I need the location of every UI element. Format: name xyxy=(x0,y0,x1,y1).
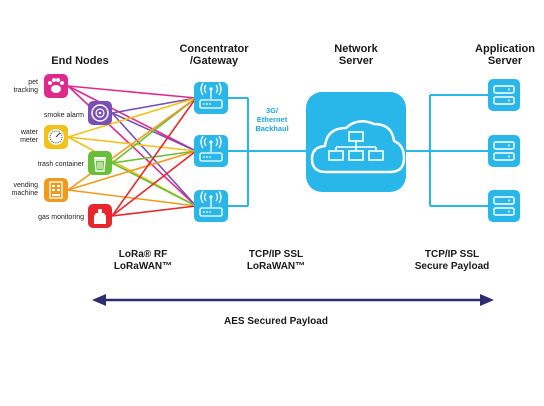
rf-link xyxy=(67,97,197,191)
end-node-label: pet xyxy=(28,79,38,86)
network-server xyxy=(306,92,406,192)
rf-link xyxy=(111,150,197,217)
rf-link xyxy=(67,85,197,99)
rf-link xyxy=(67,85,197,152)
aes-secured-payload-label: AES Secured Payload xyxy=(224,316,328,327)
backhaul-links xyxy=(228,97,308,207)
tcp-protocol-line2: LoRaWAN™ xyxy=(247,261,305,272)
rf-link xyxy=(111,97,197,114)
app-links xyxy=(404,94,488,207)
gateway xyxy=(194,190,228,222)
app-protocol-line2: Secure Payload xyxy=(415,261,489,272)
end-node-label: trash container xyxy=(38,161,85,168)
concentrator-header-line1: Concentrator xyxy=(179,43,249,55)
end-node-label: tracking xyxy=(13,87,38,94)
tcp-protocol-line1: TCP/IP SSL xyxy=(249,249,303,260)
rf-link xyxy=(67,189,197,207)
application-server-header-line2: Server xyxy=(488,55,523,67)
gateways xyxy=(194,82,228,222)
server-icon xyxy=(488,135,520,167)
rf-protocol-line1: LoRa® RF xyxy=(119,249,167,260)
end-node-label: machine xyxy=(12,190,39,197)
network-server-header-line1: Network xyxy=(334,43,378,55)
rf-link xyxy=(111,97,197,217)
end-node-water-meter: water meter xyxy=(20,125,68,149)
backhaul-label-line2: Ethernet xyxy=(257,115,288,124)
rf-link xyxy=(111,112,197,207)
rf-link xyxy=(67,150,197,191)
end-node-label: water xyxy=(20,129,39,136)
paw-glyph xyxy=(48,78,64,93)
application-server xyxy=(488,135,520,167)
backhaul-label-line1: 3G/ xyxy=(266,106,279,115)
gateway xyxy=(194,135,228,167)
rf-link xyxy=(111,112,197,152)
rf-link xyxy=(67,97,197,138)
app-protocol-line1: TCP/IP SSL xyxy=(425,249,479,260)
aes-arrow xyxy=(92,294,494,306)
server-icon xyxy=(488,190,520,222)
arrowhead-left-icon xyxy=(92,294,106,306)
arrowhead-right-icon xyxy=(480,294,494,306)
application-servers xyxy=(488,79,520,222)
end-nodes-header: End Nodes xyxy=(51,55,108,67)
rf-links xyxy=(67,85,197,217)
rf-protocol-line2: LoRaWAN™ xyxy=(114,261,172,272)
rf-link xyxy=(111,205,197,217)
concentrator-header-line2: /Gateway xyxy=(190,55,239,67)
end-node-vending-machine: vending machine xyxy=(12,178,68,202)
network-server-header-line2: Server xyxy=(339,55,374,67)
end-node-pet-tracking: pet tracking xyxy=(13,74,68,98)
application-server-header-line1: Application xyxy=(475,43,535,55)
end-node-label: smoke alarm xyxy=(44,112,84,119)
end-node-label: gas monitoring xyxy=(38,214,84,221)
server-icon xyxy=(488,79,520,111)
backhaul-label-line3: Backhaul xyxy=(255,124,288,133)
end-node-label: vending xyxy=(13,182,38,189)
application-server xyxy=(488,79,520,111)
end-nodes: pet tracking smoke alarm water meter xyxy=(12,74,112,228)
application-server xyxy=(488,190,520,222)
end-node-smoke-alarm: smoke alarm xyxy=(44,101,112,125)
end-node-gas-monitoring: gas monitoring xyxy=(38,204,112,228)
gateway xyxy=(194,82,228,114)
end-node-label: meter xyxy=(20,137,39,144)
end-node-trash-container: trash container xyxy=(38,151,112,175)
